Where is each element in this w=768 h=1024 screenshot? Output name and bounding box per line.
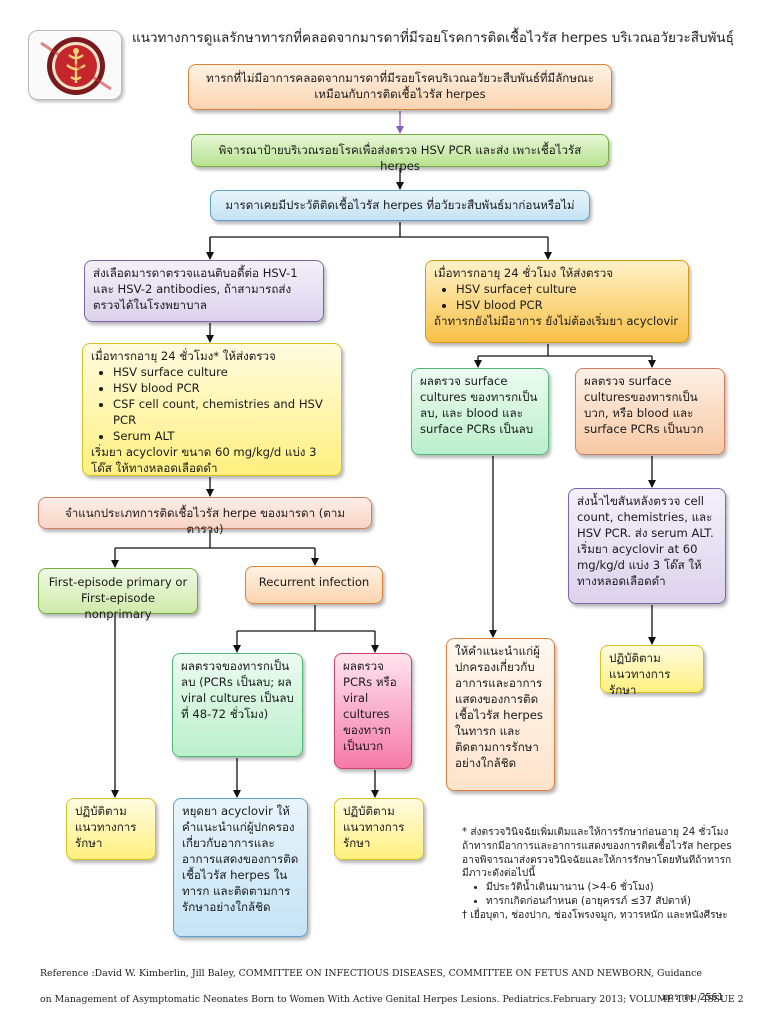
box-recurrent-results-negative: ผลตรวจของทารกเป็นลบ (PCRs เป็นลบ; ผล vir… bbox=[172, 653, 303, 757]
footnote-star: * ส่งตรวจวินิจฉัยเพิ่มเติมและให้การรักษา… bbox=[462, 827, 732, 880]
right-24h-outro: ถ้าทารกยังไม่มีอาการ ยังไม่ต้องเริ่มยา a… bbox=[434, 313, 679, 328]
box-recurrent-infection: Recurrent infection bbox=[245, 566, 383, 604]
left-24h-item: CSF cell count, chemistries and HSV PCR bbox=[113, 397, 333, 429]
left-24h-item: HSV blood PCR bbox=[113, 381, 333, 397]
box-classify-maternal-infection: จำแนกประเภทการติดเชื้อไวรัส herpe ของมาร… bbox=[38, 497, 372, 536]
left-24h-item: HSV surface culture bbox=[113, 365, 333, 381]
box-maternal-antibody: ส่งเลือดมารดาตรวจแอนติบอดี้ต่อ HSV-1 และ… bbox=[84, 260, 324, 322]
box-follow-treatment-right: ปฏิบัติตามแนวทางการรักษา bbox=[600, 645, 704, 697]
box-follow-treatment-first: ปฏิบัติตามแนวทางการรักษา bbox=[66, 798, 156, 860]
branch-recurrent bbox=[237, 605, 375, 632]
box-recurrent-results-positive: ผลตรวจ PCRs หรือ viral cultures ของทารกเ… bbox=[334, 653, 412, 769]
hospital-logo bbox=[28, 30, 122, 100]
hospital-seal-icon bbox=[40, 37, 112, 95]
footnote-bullet: มีประวัติน้ำเดินมานาน (>4-6 ชั่วโมง) bbox=[486, 881, 732, 895]
publication-date: มกราคม 2561 bbox=[662, 992, 724, 1003]
reference-line-1: Reference :David W. Kimberlin, Jill Bale… bbox=[40, 968, 702, 979]
box-right-results-negative: ผลตรวจ surface cultures ของทารกเป็นลบ, แ… bbox=[411, 368, 549, 455]
box-maternal-history-question: มารดาเคยมีประวัติติดเชื้อไวรัส herpes ที… bbox=[210, 190, 590, 221]
page-title: แนวทางการดูแลรักษาทารกที่คลอดจากมารดาที่… bbox=[132, 30, 734, 46]
box-csf-and-acyclovir: ส่งน้ำไขสันหลังตรวจ cell count, chemistr… bbox=[568, 488, 726, 604]
footnote: * ส่งตรวจวินิจฉัยเพิ่มเติมและให้การรักษา… bbox=[462, 826, 732, 922]
left-24h-outro: เริ่มยา acyclovir ขนาด 60 mg/kg/d แบ่ง 3… bbox=[91, 444, 317, 475]
footnote-dagger: † เยื่อบุตา, ช่องปาก, ช่องโพรงจมูก, ทวาร… bbox=[462, 909, 728, 921]
right-24h-intro: เมื่อทารกอายุ 24 ชั่วโมง ให้ส่งตรวจ bbox=[434, 266, 614, 280]
branch-classify bbox=[115, 530, 315, 549]
reference-line-2: on Management of Asymptomatic Neonates B… bbox=[40, 994, 744, 1005]
box-stop-acyclovir: หยุดยา acyclovir ให้คำแนะนำแก่ผู้ปกครองเ… bbox=[173, 798, 308, 937]
box-right-24h-tests: เมื่อทารกอายุ 24 ชั่วโมง ให้ส่งตรวจ HSV … bbox=[425, 260, 689, 343]
box-follow-treatment-positive: ปฏิบัติตามแนวทางการรักษา bbox=[334, 798, 424, 860]
box-left-24h-tests: เมื่อทารกอายุ 24 ชั่วโมง* ให้ส่งตรวจ HSV… bbox=[82, 343, 342, 476]
right-24h-item: HSV blood PCR bbox=[456, 298, 680, 314]
left-24h-intro: เมื่อทารกอายุ 24 ชั่วโมง* ให้ส่งตรวจ bbox=[91, 349, 276, 363]
left-24h-item: Serum ALT bbox=[113, 429, 333, 445]
branch-question bbox=[209, 222, 548, 259]
box-first-episode: First-episode primary or First-episode n… bbox=[38, 568, 198, 621]
right-24h-item: HSV surface† culture bbox=[456, 282, 680, 298]
box-consider-swab: พิจารณาป้ายบริเวณรอยโรคเพื่อส่งตรวจ HSV … bbox=[191, 134, 609, 173]
footnote-bullet: ทารกเกิดก่อนกำหนด (อายุครรภ์ ≤37 สัปดาห์… bbox=[486, 895, 732, 909]
box-advise-parents-right: ให้คำแนะนำแก่ผู้ปกครองเกี่ยวกับอาการและอ… bbox=[446, 638, 555, 791]
box-right-results-positive: ผลตรวจ surface culturesของทารกเป็นบวก, ห… bbox=[575, 368, 725, 455]
branch-right24 bbox=[478, 344, 652, 357]
box-asymptomatic-newborn: ทารกที่ไม่มีอาการคลอดจากมารดาที่มีรอยโรค… bbox=[188, 64, 612, 110]
